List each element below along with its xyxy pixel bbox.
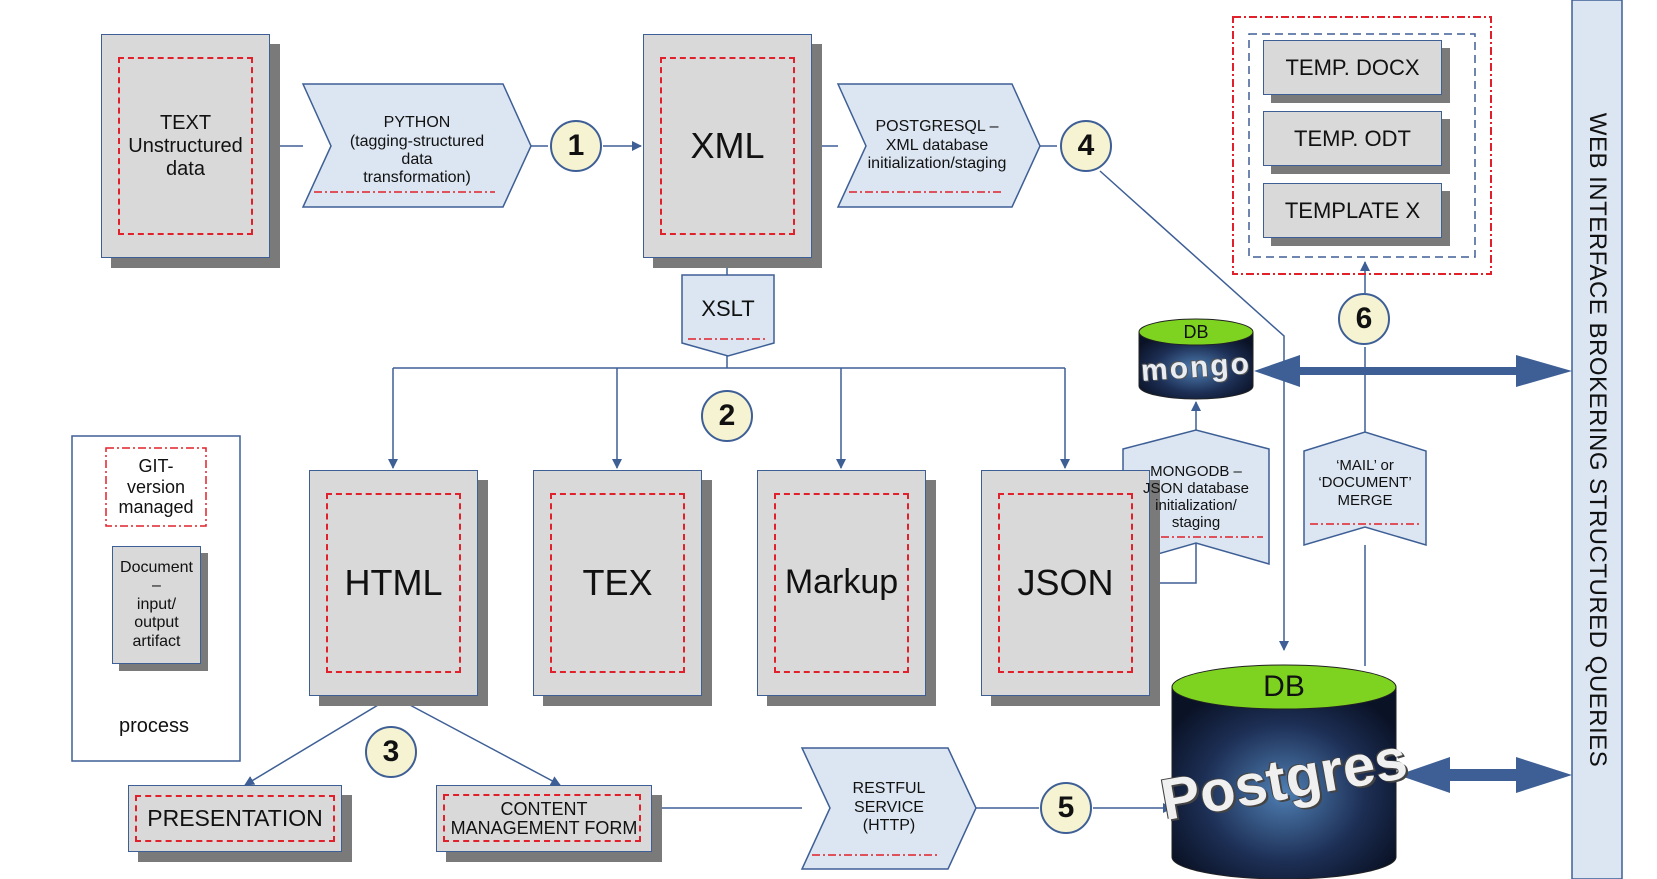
- document-json: JSON: [981, 470, 1150, 696]
- connector-json-mongodb: [1147, 536, 1197, 584]
- process-merge: [1303, 431, 1427, 547]
- connector-html-presentation: [244, 695, 394, 786]
- process-git-lines: [314, 191, 1420, 856]
- connector-step4-postgres: [1099, 170, 1289, 651]
- step-3-badge: 3: [365, 726, 417, 778]
- process-python-label: PYTHON (tagging-structured data transfor…: [349, 114, 485, 187]
- document-text: TEXT Unstructured data: [101, 34, 270, 258]
- process-xslt: [681, 274, 775, 357]
- document-markup-label: Markup: [784, 563, 899, 602]
- document-markup: Markup: [757, 470, 926, 696]
- double-arrows: [1254, 355, 1572, 793]
- process-mongodb-label: MONGODB – JSON database initialization/ …: [1143, 462, 1249, 532]
- document-xml-label: XML: [690, 125, 765, 167]
- postgres-db-label: DB: [1263, 669, 1305, 703]
- template-x: TEMPLATE X: [1263, 183, 1442, 238]
- document-tex-label: TEX: [582, 562, 653, 604]
- legend-git-box: [105, 447, 207, 527]
- web-interface-bar: [1571, 0, 1623, 879]
- document-xml: XML: [643, 34, 812, 258]
- step-2-badge: 2: [701, 390, 753, 442]
- process-merge-label: ‘MAIL’ or ‘DOCUMENT’ MERGE: [1318, 457, 1412, 509]
- web-interface-label: WEB INTERFACE BROKERING STRUCTURED QUERI…: [1583, 112, 1611, 768]
- legend-document-box: Document – input/ output artifact: [112, 546, 201, 664]
- process-postgresql-label: POSTGRESQL – XML database initialization…: [867, 118, 1007, 173]
- connectors: [244, 141, 1370, 813]
- arrow-postgres-web: [1398, 757, 1572, 793]
- document-tex: TEX: [533, 470, 702, 696]
- process-python: [301, 83, 532, 208]
- connector-html-cms: [392, 695, 561, 786]
- step-1-badge: 1: [550, 120, 602, 172]
- step-5-badge: 5: [1040, 782, 1092, 834]
- process-postgresql: [836, 83, 1041, 208]
- document-json-label: JSON: [1017, 562, 1114, 604]
- mongo-database: [1138, 318, 1254, 400]
- templates-git-box: [1232, 16, 1492, 275]
- templates-group-box: [1248, 33, 1476, 258]
- template-docx: TEMP. DOCX: [1263, 40, 1442, 95]
- document-text-label: TEXT Unstructured data: [128, 111, 243, 180]
- step-4-badge: 4: [1060, 120, 1112, 172]
- document-html-label: HTML: [344, 562, 443, 604]
- template-odt: TEMP. ODT: [1263, 111, 1442, 166]
- document-cms-form: CONTENT MANAGEMENT FORM: [436, 785, 652, 852]
- document-presentation: PRESENTATION: [128, 785, 342, 852]
- step-6-badge: 6: [1338, 293, 1390, 345]
- process-restful-label: RESTFUL SERVICE (HTTP): [852, 780, 926, 835]
- arrow-mongo-web: [1254, 355, 1572, 387]
- mongo-db-label: DB: [1183, 321, 1209, 342]
- legend-document-label: Document – input/ output artifact: [120, 559, 193, 650]
- document-cms-form-label: CONTENT MANAGEMENT FORM: [450, 798, 638, 838]
- process-restful: [800, 747, 977, 870]
- legend-process-label: process: [118, 714, 190, 737]
- document-presentation-label: PRESENTATION: [147, 805, 323, 832]
- postgres-database: [1171, 664, 1397, 879]
- process-xslt-label: XSLT: [701, 296, 755, 322]
- document-html: HTML: [309, 470, 478, 696]
- legend-git-label: GIT- version managed: [118, 455, 194, 518]
